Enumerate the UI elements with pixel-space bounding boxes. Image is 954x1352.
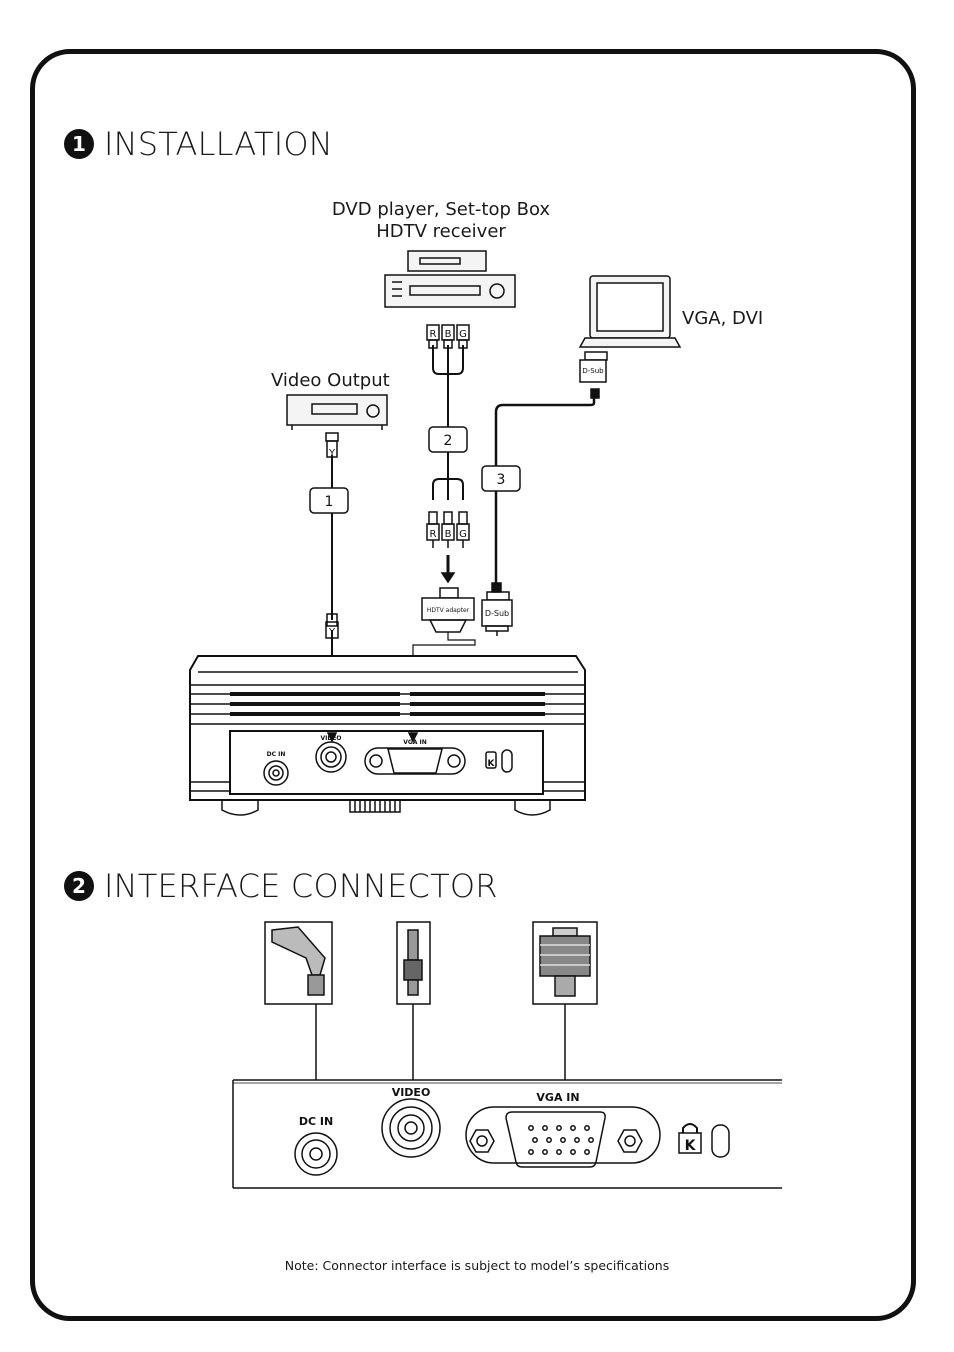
projector-video-label: VIDEO <box>320 735 341 742</box>
cable-2-label: 2 <box>444 433 453 449</box>
dc-in-label: DC IN <box>299 1115 333 1128</box>
video-output-device-icon <box>286 394 388 430</box>
projector-body <box>189 655 586 816</box>
video-label: VIDEO <box>392 1086 431 1099</box>
plug-b-bottom: B <box>445 529 452 540</box>
dsub-laptop-connector <box>579 359 607 383</box>
dc-plug-image <box>264 921 333 1005</box>
vga-in-port-icon <box>465 1106 661 1168</box>
plug-g-top: G <box>459 329 467 340</box>
page-frame <box>30 49 916 1321</box>
video-port-icon <box>381 1098 441 1158</box>
specification-note: Note: Connector interface is subject to … <box>284 1258 670 1273</box>
dc-in-port-icon <box>294 1132 338 1176</box>
interface-heading: 2 INTERFACE CONNECTOR <box>64 867 498 905</box>
video-output-label: Video Output <box>271 370 390 391</box>
plug-y-bottom: Y <box>328 627 336 638</box>
cable-2-box <box>428 426 468 453</box>
plug-r-top: R <box>430 329 437 340</box>
cable-3-label: 3 <box>497 472 506 488</box>
dsub-laptop-label: D-Sub <box>582 367 604 375</box>
cable-1-box <box>309 487 349 514</box>
projector-dc-in-label: DC IN <box>267 751 286 758</box>
laptop-label: VGA, DVI <box>682 308 764 329</box>
laptop-icon <box>578 275 682 348</box>
dsub-projector-connector <box>481 599 513 627</box>
lock-k-label: K <box>685 1138 697 1154</box>
installation-heading: 1 INSTALLATION <box>64 125 333 163</box>
hdtv-adapter-connector <box>439 587 459 599</box>
cable-1-label: 1 <box>325 494 334 510</box>
plug-b-top: B <box>445 329 452 340</box>
plug-y-top: Y <box>328 448 336 459</box>
dsub-projector-label: D-Sub <box>485 609 509 618</box>
hdtv-receiver-label: HDTV receiver <box>376 221 506 242</box>
installation-title: INSTALLATION <box>104 125 333 163</box>
plug-g-bottom: G <box>459 529 467 540</box>
hdtv-adapter-label: HDTV adapter <box>427 607 470 614</box>
dvd-player-icon <box>384 250 516 308</box>
projector-vga-in-label: VGA IN <box>403 739 427 746</box>
projector-lock-label: K <box>488 759 496 769</box>
cable-3-box <box>481 465 521 492</box>
plug-r-bottom: R <box>430 529 437 540</box>
dvd-player-label: DVD player, Set-top Box <box>331 199 551 220</box>
interface-title: INTERFACE CONNECTOR <box>104 867 498 905</box>
step-2-badge: 2 <box>64 871 94 901</box>
step-1-badge: 1 <box>64 129 94 159</box>
vga-in-label: VGA IN <box>536 1091 579 1104</box>
interface-panel <box>232 1079 782 1189</box>
kensington-lock-icon <box>678 1123 730 1158</box>
